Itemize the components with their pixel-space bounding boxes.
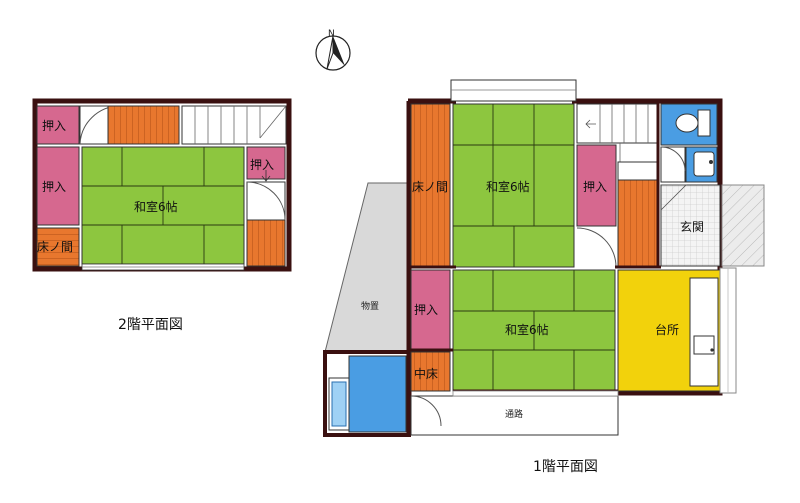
f1-washbasin bbox=[660, 146, 718, 183]
compass: N bbox=[315, 29, 351, 71]
f2-tokonoma-label: 床ノ間 bbox=[37, 240, 73, 254]
f1-washitsu-lower-label: 和室6帖 bbox=[505, 322, 549, 337]
f1-tsuuro-label: 通路 bbox=[505, 408, 523, 420]
floor-1-plan: 床ノ間 和室6帖 押入 玄関 物置 押入 和室6帖 台所 中床 通路 bbox=[323, 79, 765, 437]
f1-daidokoro-label: 台所 bbox=[655, 322, 679, 337]
f1-washitsu-upper-label: 和室6帖 bbox=[486, 179, 530, 194]
floor-1-caption: 1階平面図 bbox=[533, 459, 598, 475]
f1-nakadoko bbox=[410, 351, 451, 392]
f1-genkan bbox=[660, 184, 721, 267]
f1-nakadoko-label: 中床 bbox=[414, 366, 438, 381]
f2-closet-left-label: 押入 bbox=[42, 180, 66, 194]
f1-tsuuro bbox=[410, 395, 619, 436]
f1-tokonoma-label: 床ノ間 bbox=[412, 180, 448, 194]
f1-daidokoro bbox=[617, 269, 721, 392]
compass-north-label: N bbox=[328, 29, 335, 39]
floor-2-caption: 2階平面図 bbox=[118, 317, 183, 333]
f1-genkan-label: 玄関 bbox=[680, 219, 704, 234]
f1-stairs bbox=[576, 103, 659, 180]
f1-monooki-label: 物置 bbox=[361, 300, 379, 312]
f2-washitsu-label: 和室6帖 bbox=[134, 199, 178, 214]
f1-washitsu-lower bbox=[452, 269, 616, 392]
f2-closet-top-label: 押入 bbox=[42, 119, 66, 133]
f1-tokonoma bbox=[410, 103, 451, 268]
f1-toilet bbox=[660, 103, 718, 146]
f1-closet-right-label: 押入 bbox=[583, 180, 607, 194]
f1-washitsu-upper bbox=[452, 103, 575, 268]
f1-monooki bbox=[324, 182, 409, 353]
f1-closet-lower-label: 押入 bbox=[414, 303, 438, 317]
f2-stairs bbox=[181, 105, 287, 145]
f1-porch bbox=[721, 184, 765, 267]
f2-washitsu bbox=[81, 146, 245, 265]
f2-tokonoma bbox=[36, 227, 80, 267]
f1-closet-right bbox=[576, 144, 617, 227]
f1-closet-lower bbox=[410, 269, 451, 350]
f2-closet-left bbox=[36, 146, 80, 226]
f2-closet-top bbox=[36, 105, 80, 145]
floor-2-plan: 押入 押入 押入 床ノ間 和室6帖 bbox=[32, 98, 292, 272]
f2-closet-small-label: 押入 bbox=[250, 158, 274, 172]
